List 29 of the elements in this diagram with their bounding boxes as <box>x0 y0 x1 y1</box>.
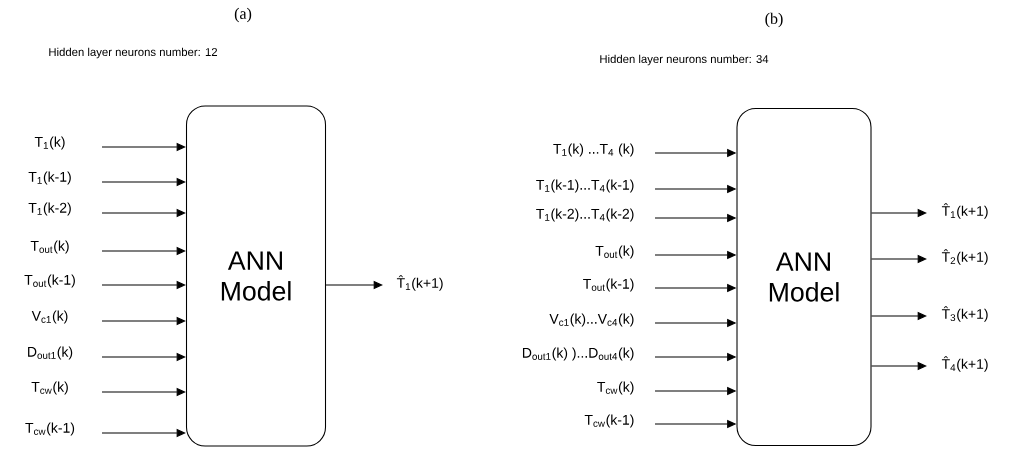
input-label: V$_{c1}$(k) <box>31 310 68 324</box>
panel-label: (a) <box>234 7 252 23</box>
input-label: T$_{out}$(k) <box>30 240 69 254</box>
output-label: T̂$_{1}$(k+1) <box>941 203 988 219</box>
output-label: T̂$_{3}$(k+1) <box>941 306 988 322</box>
output-label: T̂$_{4}$(k+1) <box>941 356 988 372</box>
input-label: T$_{1}$(k-1)...T$_{4}$(k-1) <box>536 179 634 193</box>
input-label: T$_{out}$(k-1) <box>583 278 634 292</box>
input-label: T$_{1}$(k) ...T$_{4}$ (k) <box>553 143 634 157</box>
model-box: ANN Model <box>185 105 327 447</box>
input-label: T$_{1}$(k) <box>34 136 65 150</box>
model-box: ANN Model <box>736 107 872 447</box>
input-label: T$_{1}$(k-2) <box>28 202 71 216</box>
input-label: V$_{c1}$(k)...V$_{c4}$(k) <box>549 313 634 327</box>
neuron-count-note: Hidden layer neurons number: 34 <box>600 54 769 66</box>
input-label: T$_{cw}$(k-1) <box>25 422 75 436</box>
output-label: T̂$_{2}$(k+1) <box>941 249 988 265</box>
input-label: T$_{cw}$(k-1) <box>584 414 634 428</box>
input-label: T$_{out}$(k) <box>595 245 634 259</box>
input-label: T$_{1}$(k-1) <box>28 171 71 185</box>
input-label: T$_{cw}$(k) <box>31 381 68 395</box>
neuron-count-note: Hidden layer neurons number: 12 <box>49 47 217 59</box>
input-label: T$_{1}$(k-2)...T$_{4}$(k-2) <box>536 208 634 222</box>
input-label: D$_{out1}$(k) <box>28 346 73 360</box>
input-label: T$_{out}$(k-1) <box>24 274 75 288</box>
input-label: D$_{out1}$(k) )...D$_{out4}$(k) <box>523 347 634 361</box>
output-label: T̂$_{1}$(k+1) <box>396 275 443 291</box>
panel-label: (b) <box>765 12 783 28</box>
input-label: T$_{cw}$(k) <box>597 381 634 395</box>
